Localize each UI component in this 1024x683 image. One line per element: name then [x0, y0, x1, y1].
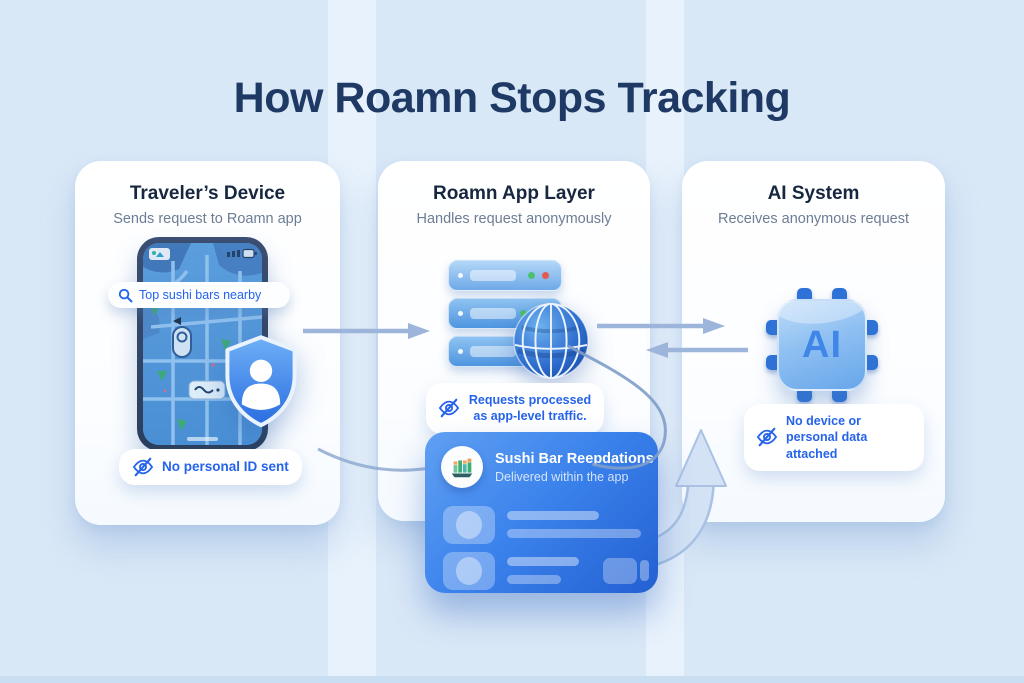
privacy-badge: No personal ID sent [119, 449, 302, 485]
ai-chip-icon: AI [766, 288, 878, 402]
background-bottom-strip [0, 676, 1024, 683]
search-query-text: Top sushi bars nearby [139, 288, 262, 302]
panel-title: Roamn App Layer [433, 183, 595, 204]
panel-title: AI System [767, 183, 860, 204]
result-card-pill-placeholder [640, 560, 649, 581]
panel-title: Traveler’s Device [129, 183, 286, 204]
eye-slash-icon [438, 398, 460, 418]
chip-label: AI [802, 323, 842, 366]
status-bar [149, 248, 257, 260]
panel-subtitle: Sends request to Roamn app [113, 211, 302, 227]
globe-icon [513, 302, 589, 380]
result-card-subtitle: Delivered within the app [495, 469, 629, 484]
badge-text: No personal ID sent [162, 459, 289, 475]
result-list-item [443, 506, 641, 544]
sushi-bar-chart-icon [441, 446, 483, 488]
eye-slash-icon [756, 428, 778, 447]
page-title: How Roamn Stops Tracking [233, 74, 791, 122]
eye-slash-icon [132, 457, 154, 477]
badge-text: Requests processed as app-level traffic. [468, 393, 592, 424]
map-search-field: Top sushi bars nearby [108, 282, 290, 308]
result-thumbnail [443, 552, 495, 590]
panel-travelers-device: Traveler’s Device Sends request to Roamn… [75, 161, 340, 525]
privacy-badge: Requests processed as app-level traffic. [426, 383, 604, 434]
panel-subtitle: Handles request anonymously [416, 211, 612, 227]
privacy-shield-user-icon [225, 335, 297, 428]
result-card-title: Sushi Bar Reepdations [495, 450, 654, 467]
result-card: Sushi Bar Reepdations Delivered within t… [425, 432, 658, 593]
privacy-badge: No device or personal data attached [744, 404, 924, 471]
panel-ai-system: AI System Receives anonymous request AI … [682, 161, 945, 522]
phone-map-screen [143, 243, 262, 445]
result-list-item [443, 552, 579, 590]
home-indicator [187, 437, 218, 441]
server-unit [448, 260, 562, 291]
map-pin-icon [172, 317, 192, 358]
result-thumbnail [443, 506, 495, 544]
sushi-label-icon [188, 380, 226, 400]
search-icon [118, 288, 133, 302]
badge-text: No device or personal data attached [786, 414, 868, 461]
result-card-button-placeholder [603, 558, 637, 584]
panel-subtitle: Receives anonymous request [717, 211, 910, 227]
